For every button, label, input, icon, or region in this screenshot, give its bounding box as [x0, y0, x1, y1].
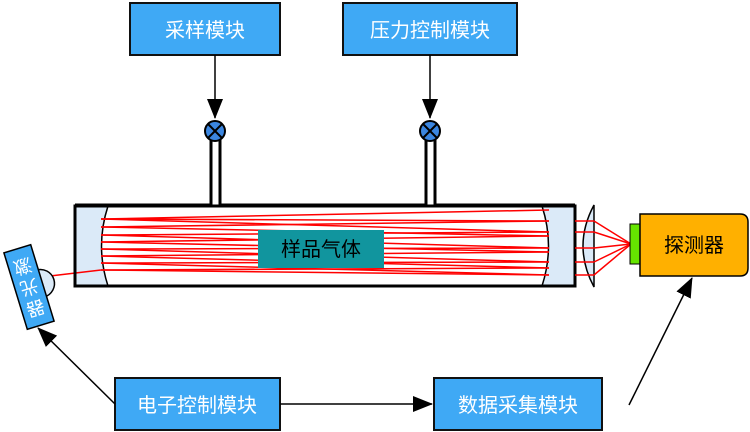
daq-to-detector-arrow [628, 277, 693, 406]
sampling-pipe [75, 140, 575, 207]
sampling-module-label: 采样模块 [165, 18, 245, 42]
laser: 器光激 [2, 243, 56, 331]
right-mirror [542, 206, 575, 286]
detector: 探测器 [629, 213, 749, 277]
sampling-module: 采样模块 [129, 2, 281, 56]
focusing-lens [582, 204, 595, 288]
daq-label: 数据采集模块 [458, 393, 578, 417]
laser-label-char: 器 [24, 295, 47, 320]
gas-cell [49, 204, 577, 288]
electronic-control-module: 电子控制模块 [114, 377, 281, 431]
laser-label-char: 光 [17, 274, 40, 299]
detector-label: 探测器 [664, 233, 724, 257]
daq-module: 数据采集模块 [433, 377, 603, 431]
pressure-valve-icon [419, 120, 441, 142]
sampling-valve-icon [204, 120, 226, 142]
pressure-module-label: 压力控制模块 [370, 18, 490, 42]
left-mirror [75, 206, 108, 286]
laser-label-char: 激 [11, 253, 34, 278]
pressure-module: 压力控制模块 [342, 2, 518, 56]
electronic-control-label: 电子控制模块 [137, 393, 257, 417]
sample-gas-label: 样品气体 [281, 237, 361, 261]
sample-gas-box: 样品气体 [258, 230, 384, 268]
focused-beams [575, 220, 632, 276]
laser-label: 器光激 [11, 253, 47, 320]
electronic-to-laser-arrow [37, 327, 116, 405]
